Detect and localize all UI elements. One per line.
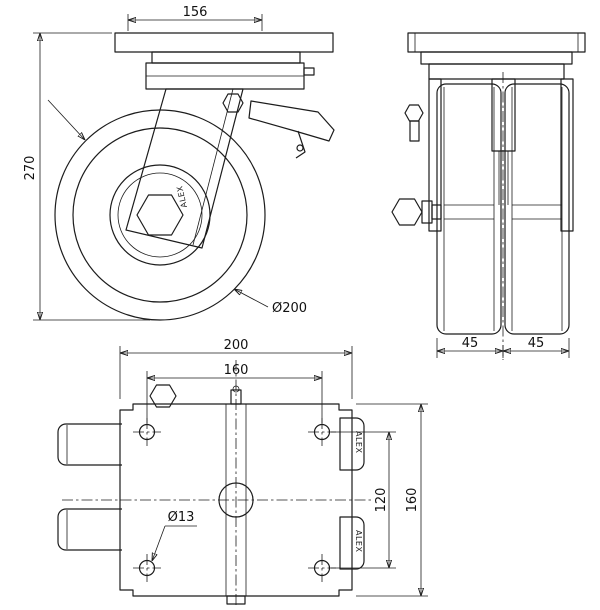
front-fork-plate-left <box>428 78 442 232</box>
dim-plan-plate-width: 160 <box>356 403 428 597</box>
side-wheel-rim <box>72 127 248 303</box>
side-brake-pedal <box>248 100 335 142</box>
front-center-bracket <box>491 78 516 152</box>
front-axle-nut <box>391 198 423 226</box>
front-axle-shaft <box>431 204 442 220</box>
dim-plan-plate-length: 200 <box>119 338 353 399</box>
front-axle-washer <box>421 200 433 224</box>
front-plate-bend-lines <box>414 33 579 52</box>
dim-156-label: 156 <box>183 5 208 20</box>
plan-hex-bolt <box>149 384 177 408</box>
plan-tread-block-top <box>339 417 365 471</box>
side-fork-inner-edge <box>192 88 234 246</box>
plan-bottom-tab <box>226 595 246 605</box>
front-wheel-right-tread-lines <box>511 87 563 331</box>
side-grease-nipple <box>303 67 315 76</box>
dim-front-wheel-widths: 45 45 <box>436 336 570 358</box>
dim-45-left-label: 45 <box>462 336 479 351</box>
dim-160h-extension-lines <box>146 371 323 423</box>
front-plate-boss <box>420 51 573 65</box>
dim-120-label: 120 <box>374 488 389 513</box>
front-hub-lines <box>444 204 562 220</box>
dim-160v-extension-lines <box>356 403 428 597</box>
plan-view: ALEX ALEX 200 160 120 160 <box>57 338 428 607</box>
dim-200-label: 200 <box>224 338 249 353</box>
front-center-leg-lines <box>498 151 509 205</box>
dia-13-leader <box>152 525 166 561</box>
plan-grease-nipple <box>230 389 242 405</box>
plan-brand-mark-bottom: ALEX <box>354 530 363 552</box>
dim-plan-hole-diameter: Ø13 <box>152 510 197 561</box>
dim-160h-label: 160 <box>224 363 249 378</box>
dim-plan-hole-spacing-vertical: 120 <box>331 431 396 569</box>
plan-plate <box>119 403 353 597</box>
front-wheel-left <box>436 83 502 335</box>
side-brake-latch <box>295 130 306 159</box>
plan-wheel-stub-bottom <box>57 508 122 551</box>
plan-wheel-stub-top <box>57 423 122 466</box>
side-brake-pivot <box>296 144 304 152</box>
front-kingpin-bolt-head <box>404 104 424 122</box>
dim-270-label: 270 <box>23 156 38 181</box>
dim-45-right-label: 45 <box>528 336 545 351</box>
plan-hole-centerlines <box>133 418 336 582</box>
front-swivel-housing <box>428 63 565 80</box>
dim-plan-hole-spacing-horizontal: 160 <box>146 363 323 423</box>
side-top-plate <box>114 32 334 53</box>
dim-side-wheel-diameter: Ø200 <box>234 289 307 316</box>
side-plate-boss <box>151 51 301 64</box>
dia-13-label: Ø13 <box>168 510 195 525</box>
wheel-surface-leader <box>47 99 85 140</box>
side-hub-outer <box>109 164 211 266</box>
plan-tread-block-bottom <box>339 516 365 570</box>
plan-grease-nipple-cap <box>232 385 240 393</box>
dim-160v-label: 160 <box>405 488 420 513</box>
side-fork-leg <box>125 88 244 249</box>
front-wheel-right <box>504 83 570 335</box>
front-kingpin-shaft <box>409 120 420 142</box>
side-brake-bolt <box>222 93 244 113</box>
dim-side-overall-height: 270 <box>23 32 150 321</box>
front-wheel-left-tread-lines <box>443 87 495 331</box>
front-fork-plate-right <box>560 78 574 232</box>
dim-120-extension-lines <box>331 431 396 569</box>
dia-200-leader <box>234 289 269 308</box>
dia-200-label: Ø200 <box>272 301 307 316</box>
side-axle-nut <box>136 194 184 236</box>
side-wheel-tire-outer <box>54 109 266 321</box>
side-hub-inner <box>117 172 203 258</box>
plan-brand-mark-top: ALEX <box>354 431 363 453</box>
side-view: ALEX 156 270 Ø200 <box>23 5 335 321</box>
front-view: 45 45 <box>391 32 586 360</box>
dim-270-extension-lines <box>33 32 150 321</box>
front-top-plate <box>407 32 586 53</box>
dim-side-top-width: 156 <box>127 5 263 31</box>
